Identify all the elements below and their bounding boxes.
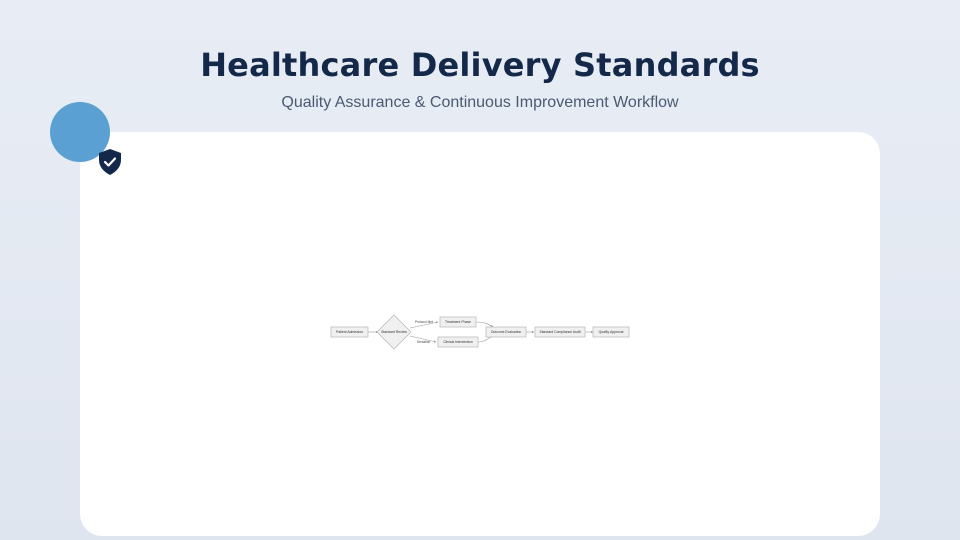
- node-label: Standard Review: [381, 330, 407, 334]
- node-standard-compliance-audit: Standard Compliance Audit: [534, 326, 586, 338]
- node-label: Quality Approval: [599, 330, 624, 334]
- edge-treatment-outcome: [475, 321, 494, 328]
- node-quality-approval: Quality Approval: [592, 326, 630, 338]
- diagram-card: [80, 132, 880, 536]
- flowchart: Protocol Met Deviation Patient Admission…: [330, 314, 630, 350]
- page-subtitle: Quality Assurance & Continuous Improveme…: [281, 94, 679, 111]
- page-title: Healthcare Delivery Standards: [200, 46, 760, 84]
- node-clinical-intervention: Clinical Intervention: [437, 336, 479, 348]
- node-label: Outcome Evaluation: [491, 330, 522, 334]
- node-label: Clinical Intervention: [443, 340, 473, 344]
- node-label: Patient Admission: [336, 330, 363, 334]
- node-label: Treatment Phase: [445, 320, 471, 324]
- edge-label-deviation: Deviation: [417, 340, 431, 344]
- edge-review-intervention: [409, 335, 437, 343]
- node-label: Standard Compliance Audit: [539, 330, 580, 334]
- node-treatment-phase: Treatment Phase: [439, 316, 477, 328]
- edge-label-protocol-met: Protocol Met: [415, 320, 433, 324]
- shield-check-icon: [99, 149, 121, 175]
- node-patient-admission: Patient Admission: [330, 326, 369, 338]
- node-standard-review: Standard Review: [376, 314, 412, 350]
- edge-review-treatment: [409, 321, 439, 329]
- decorative-circle: [50, 102, 110, 162]
- node-outcome-evaluation: Outcome Evaluation: [485, 326, 527, 338]
